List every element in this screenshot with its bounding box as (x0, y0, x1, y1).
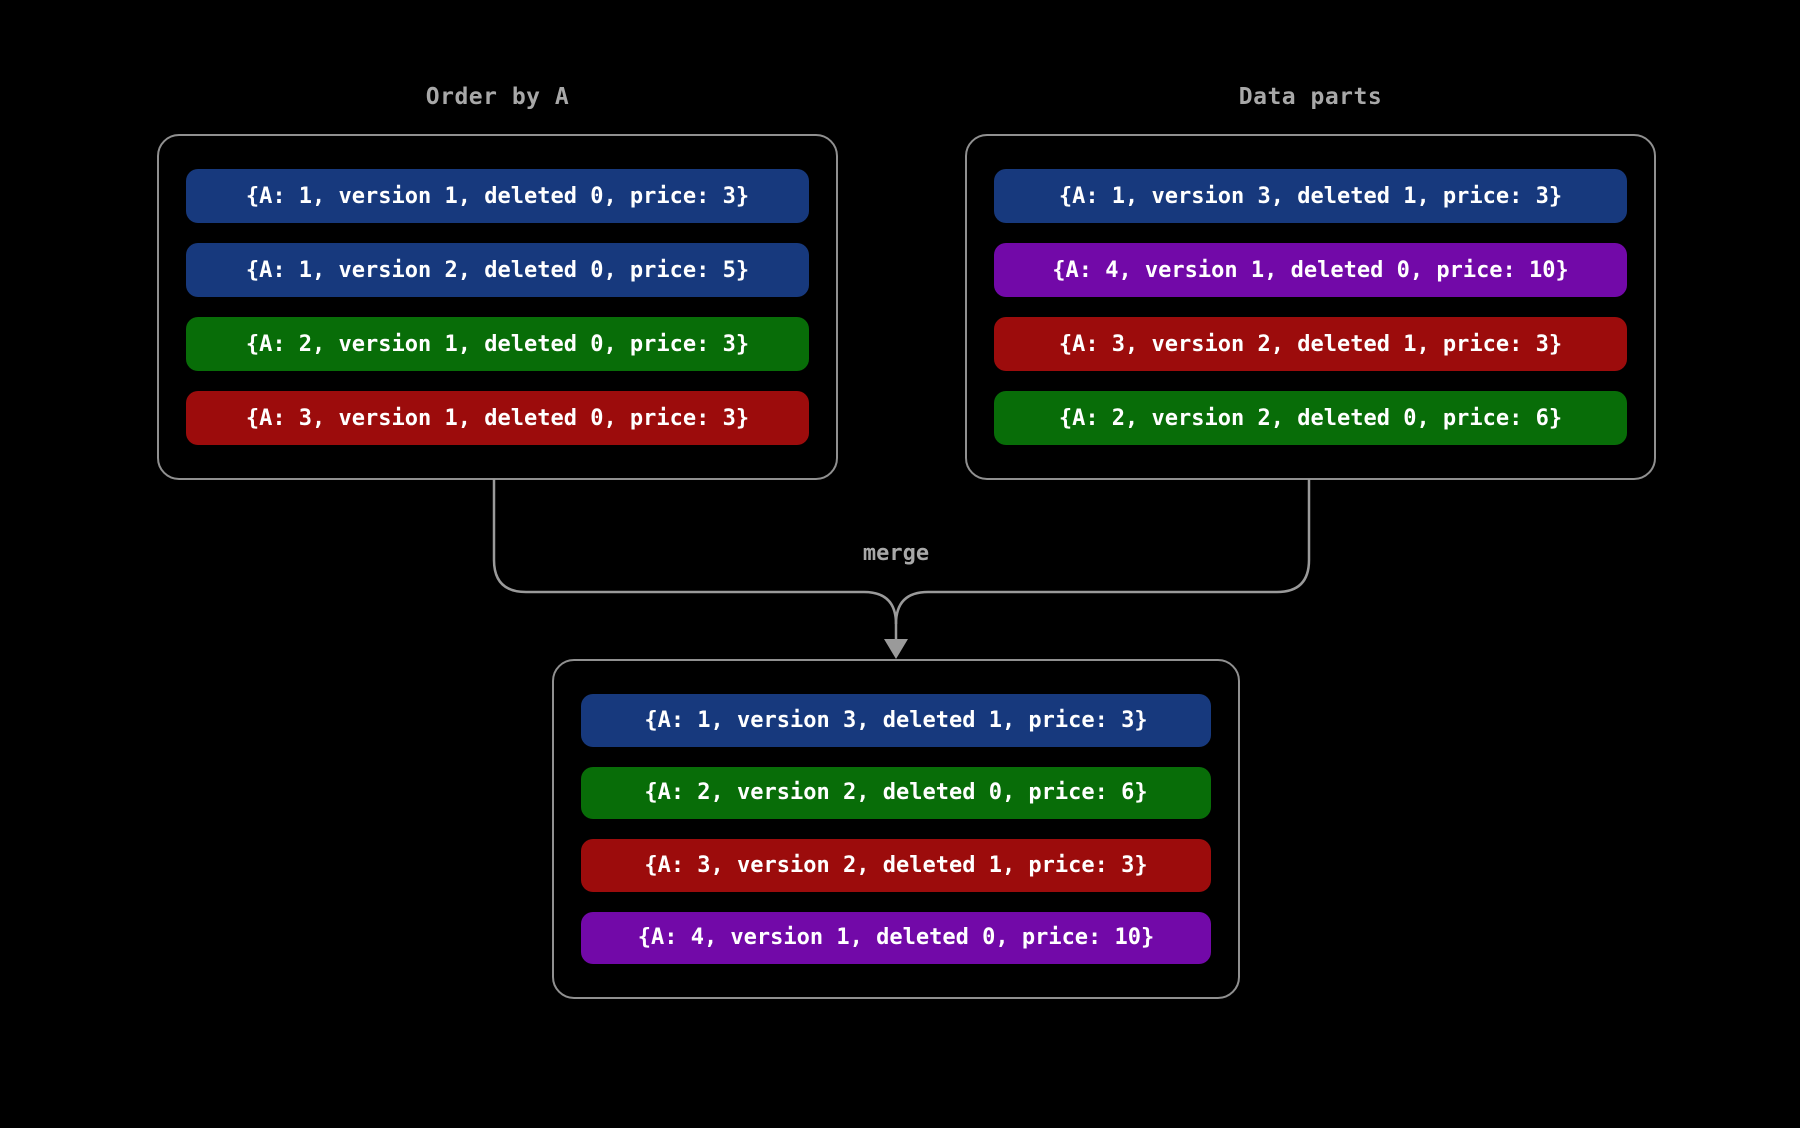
left-connector-path (492, 479, 898, 642)
arrow-down-icon (884, 639, 908, 659)
data-row: {A: 4, version 1, deleted 0, price: 10} (994, 243, 1627, 297)
left-panel-title: Order by A (425, 84, 570, 110)
data-row: {A: 2, version 1, deleted 0, price: 3} (186, 317, 809, 371)
merged-box: {A: 1, version 3, deleted 1, price: 3} {… (552, 659, 1240, 999)
data-row: {A: 3, version 2, deleted 1, price: 3} (581, 839, 1211, 892)
data-row: {A: 4, version 1, deleted 0, price: 10} (581, 911, 1211, 964)
data-row: {A: 3, version 2, deleted 1, price: 3} (994, 317, 1627, 371)
right-panel-title: Data parts (1238, 84, 1383, 110)
data-row: {A: 1, version 1, deleted 0, price: 3} (186, 169, 809, 223)
data-row: {A: 2, version 2, deleted 0, price: 6} (581, 766, 1211, 819)
data-row: {A: 1, version 2, deleted 0, price: 5} (186, 243, 809, 297)
right-connector-path (894, 479, 1311, 625)
data-row: {A: 1, version 3, deleted 1, price: 3} (581, 694, 1211, 747)
merge-label: merge (862, 541, 930, 566)
data-row: {A: 3, version 1, deleted 0, price: 3} (186, 391, 809, 445)
data-row: {A: 1, version 3, deleted 1, price: 3} (994, 169, 1627, 223)
order-by-a-box: {A: 1, version 1, deleted 0, price: 3} {… (157, 134, 838, 480)
data-parts-box: {A: 1, version 3, deleted 1, price: 3} {… (965, 134, 1656, 480)
data-row: {A: 2, version 2, deleted 0, price: 6} (994, 391, 1627, 445)
